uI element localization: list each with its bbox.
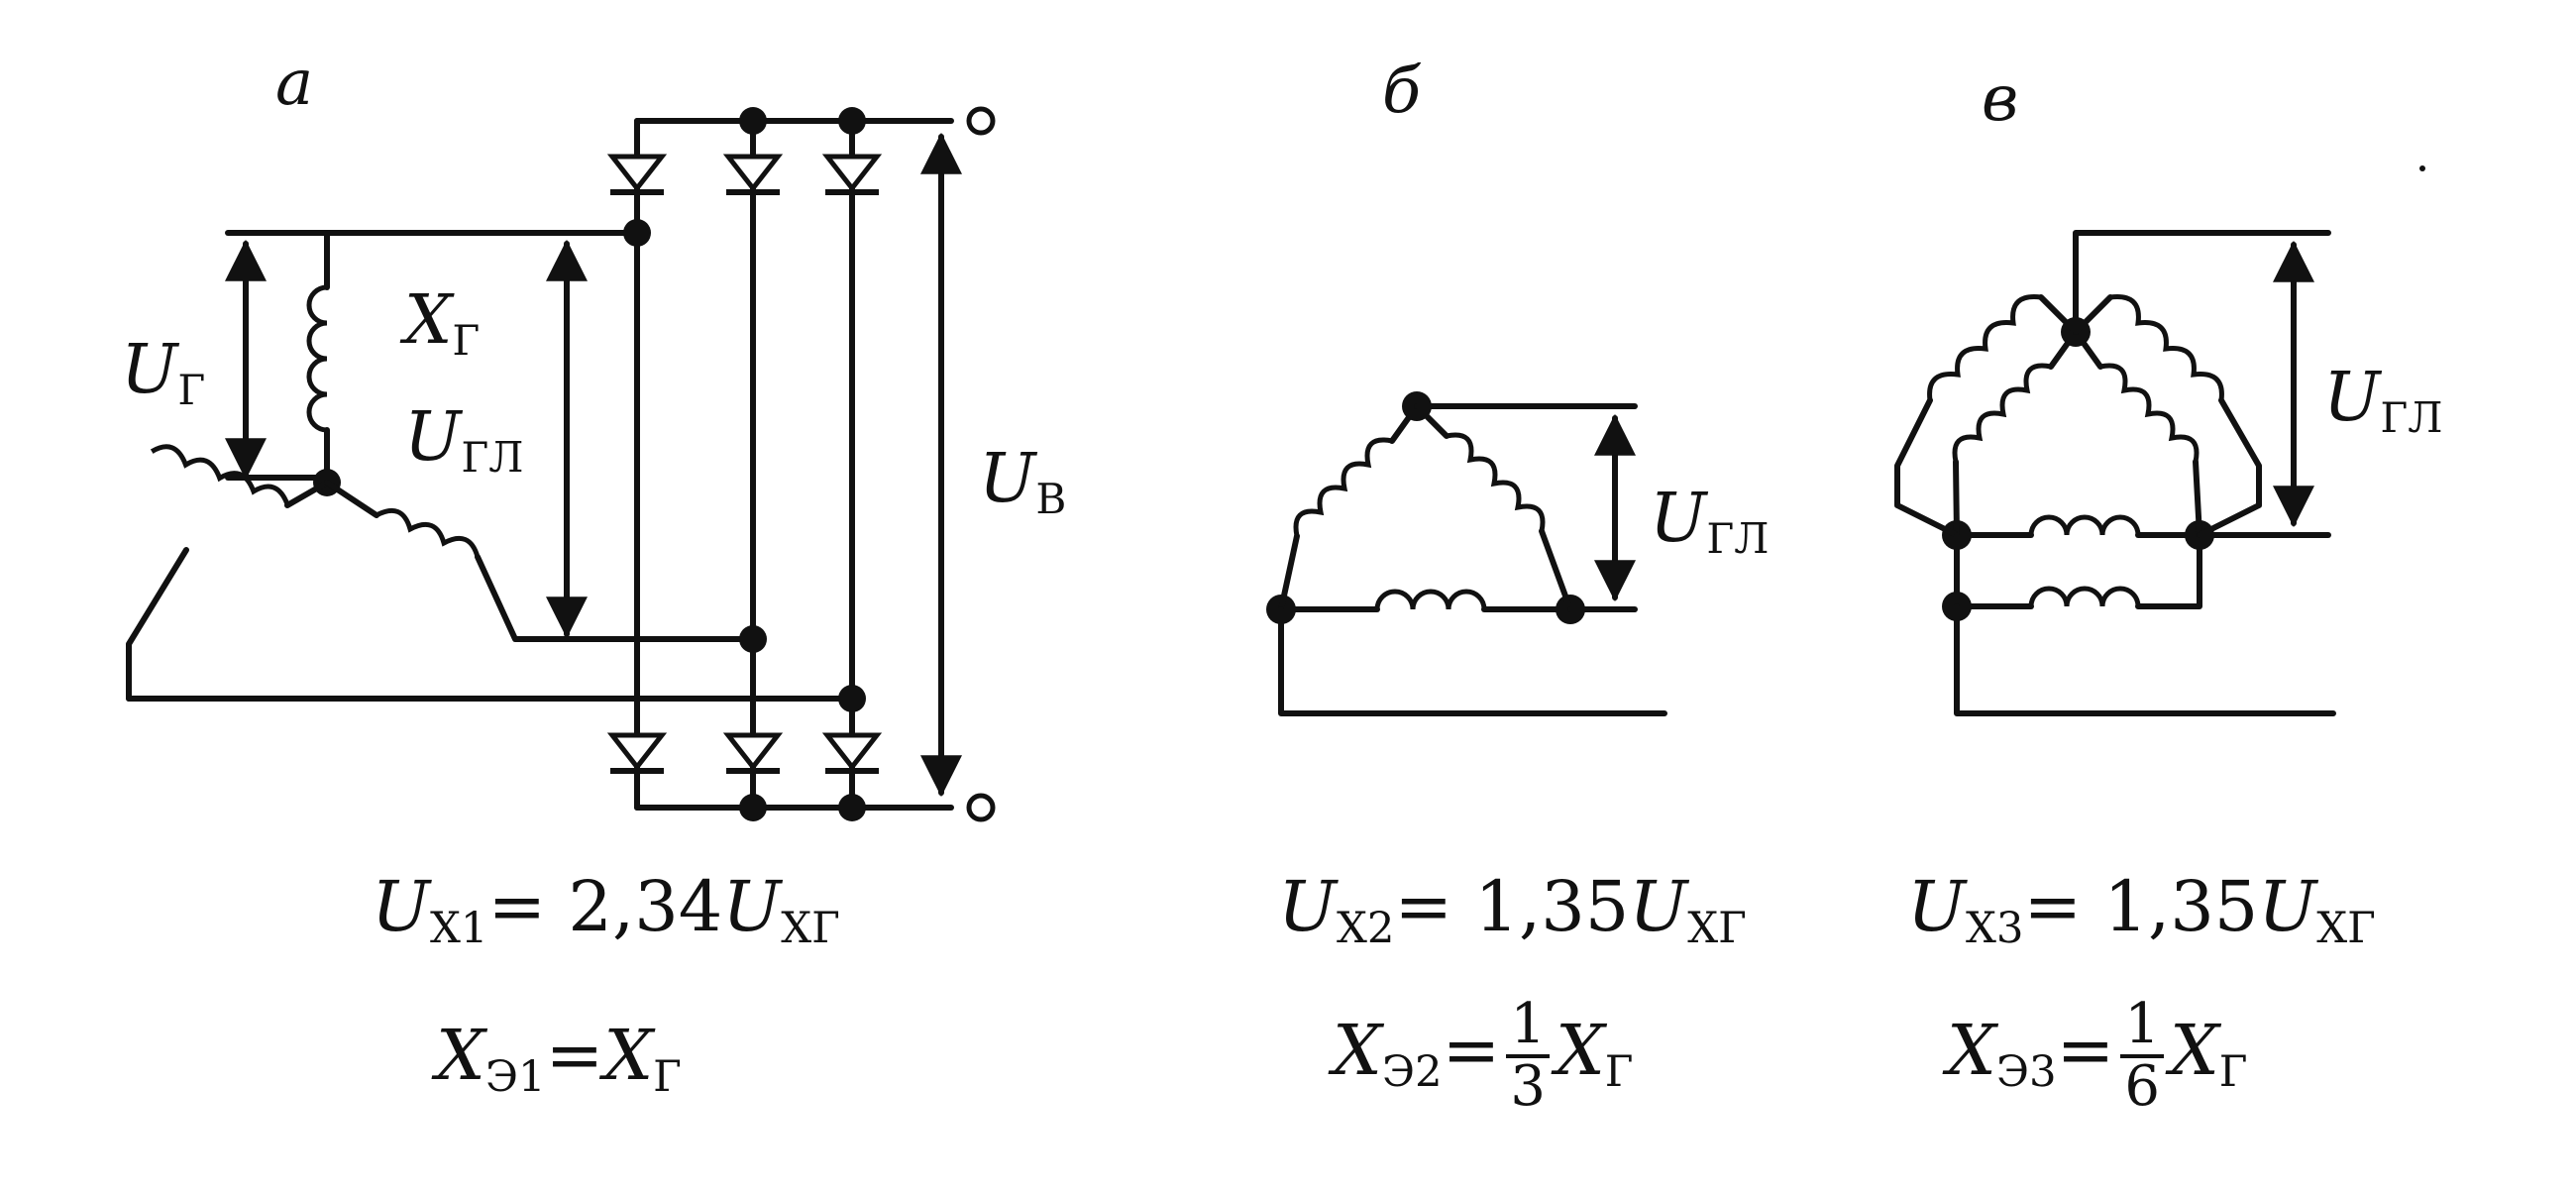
label-x-g: XГ: [404, 281, 481, 365]
formula-a-reactance: XЭ1=XГ: [436, 1015, 682, 1103]
dc-terminal-negative: [966, 793, 996, 822]
label-u-gl-b: UГЛ: [1650, 480, 1770, 563]
panel-c-letter: в: [1982, 62, 2019, 136]
diode-lower-3: [821, 732, 883, 774]
panel-a-letter: a: [275, 47, 314, 120]
label-u-gl-a: UГЛ: [404, 398, 524, 482]
diode-lower-2: [722, 732, 784, 774]
formula-a-voltage: UX1= 2,34UXГ: [372, 866, 840, 954]
formula-b-voltage: UX2= 1,35UXГ: [1278, 866, 1747, 954]
diode-lower-1: [606, 732, 668, 774]
diode-upper-2: [722, 154, 784, 195]
dc-terminal-positive: [966, 106, 996, 136]
panel-c-schematic: [1894, 165, 2425, 716]
diode-upper-3: [821, 154, 883, 195]
label-u-gl-c: UГЛ: [2323, 359, 2443, 442]
formula-c-voltage: UX3= 1,35UXГ: [1907, 866, 2376, 954]
panel-a-schematic: [126, 106, 996, 822]
panel-b-schematic: [1266, 391, 1667, 716]
panel-b-letter: б: [1382, 54, 1422, 128]
label-u-g: UГ: [121, 331, 206, 414]
diode-upper-1: [606, 154, 668, 195]
label-u-v: UВ: [979, 440, 1067, 523]
